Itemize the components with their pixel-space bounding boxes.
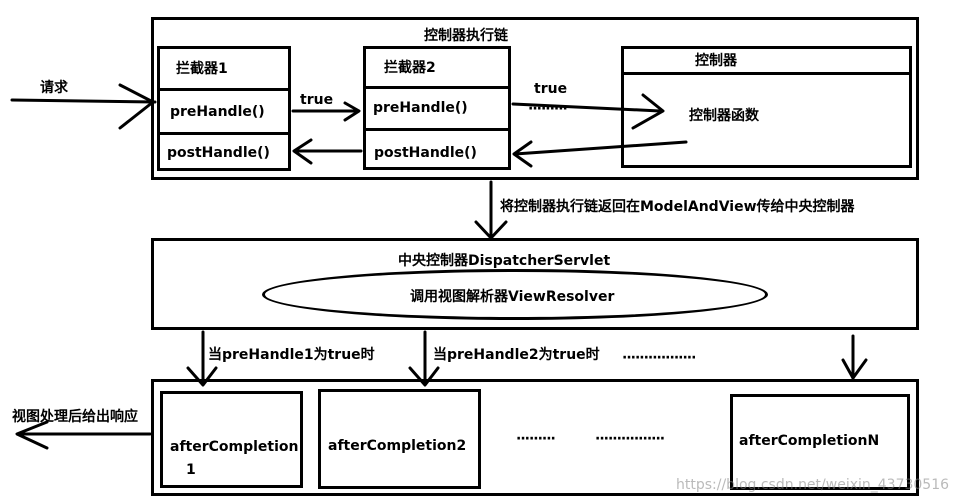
dispatcher-title: 中央控制器DispatcherServlet xyxy=(398,253,611,269)
interceptor2-divider-top xyxy=(363,86,511,89)
dispatcher-to-ac2-arrow-head xyxy=(408,366,440,387)
dispatcher-to-ac1-arrow-head xyxy=(186,366,218,387)
view-resolver-label: 调用视图解析器ViewResolver xyxy=(410,289,615,305)
controller-name: 控制器 xyxy=(695,53,737,69)
interceptor2-name: 拦截器2 xyxy=(384,60,436,76)
interceptor1-posthandle: postHandle() xyxy=(167,145,270,161)
request-arrow xyxy=(10,98,157,104)
request-arrow-head xyxy=(118,83,155,130)
after-completion-n-box xyxy=(730,394,910,490)
completion-dots-1: ········· xyxy=(516,431,556,447)
condition-dots: ················· xyxy=(622,350,696,366)
interceptor1-box xyxy=(157,46,291,171)
view-resolver-ellipse xyxy=(262,269,768,320)
response-label: 视图处理后给出响应 xyxy=(12,409,138,425)
controller-to-post2-arrow-head xyxy=(512,140,533,168)
condition-1-label: 当preHandle1为true时 xyxy=(208,347,375,363)
interceptor2-box xyxy=(363,46,511,170)
dispatcher-to-acn-arrow-head xyxy=(841,358,868,380)
interceptor2-prehandle: preHandle() xyxy=(373,100,468,116)
condition-2-label: 当preHandle2为true时 xyxy=(433,347,600,363)
controller-function: 控制器函数 xyxy=(689,108,759,124)
completion-box xyxy=(151,379,919,496)
after-completion-2-label: afterCompletion2 xyxy=(328,438,467,454)
pre2-to-controller-arrow xyxy=(511,102,662,113)
after-completion-2-box xyxy=(318,389,481,489)
after-completion-1-label: afterCompletion xyxy=(170,439,299,455)
interceptor1-divider-top xyxy=(157,88,291,91)
interceptor1-name: 拦截器1 xyxy=(176,61,228,77)
after-completion-n-label: afterCompletionN xyxy=(739,433,880,449)
pre1-to-pre2-arrow-head xyxy=(343,101,361,122)
return-label: 将控制器执行链返回在ModelAndView传给中央控制器 xyxy=(500,199,855,215)
interceptor2-divider-bottom xyxy=(363,128,511,131)
post2-to-post1-arrow-head xyxy=(292,138,313,165)
chain-to-dispatcher-arrow-head xyxy=(474,220,508,240)
after-completion-1-number: 1 xyxy=(186,462,196,478)
request-label: 请求 xyxy=(40,80,68,96)
execution-chain-title: 控制器执行链 xyxy=(424,28,508,44)
true-label-1: true xyxy=(300,92,334,108)
controller-box xyxy=(621,46,912,168)
controller-divider xyxy=(621,72,912,75)
interceptor2-posthandle: postHandle() xyxy=(374,145,477,161)
interceptor1-prehandle: preHandle() xyxy=(170,104,265,120)
after-completion-1-box xyxy=(160,391,303,488)
pre2-to-controller-arrow-head xyxy=(631,93,665,130)
response-arrow-head xyxy=(15,420,49,450)
interceptor1-divider-bottom xyxy=(157,132,291,135)
completion-dots-2: ················ xyxy=(595,431,665,447)
controller-to-post2-arrow xyxy=(513,140,688,156)
true-label-2: true xyxy=(534,81,568,97)
watermark: https://blog.csdn.net/weixin_43730516 xyxy=(676,477,950,493)
